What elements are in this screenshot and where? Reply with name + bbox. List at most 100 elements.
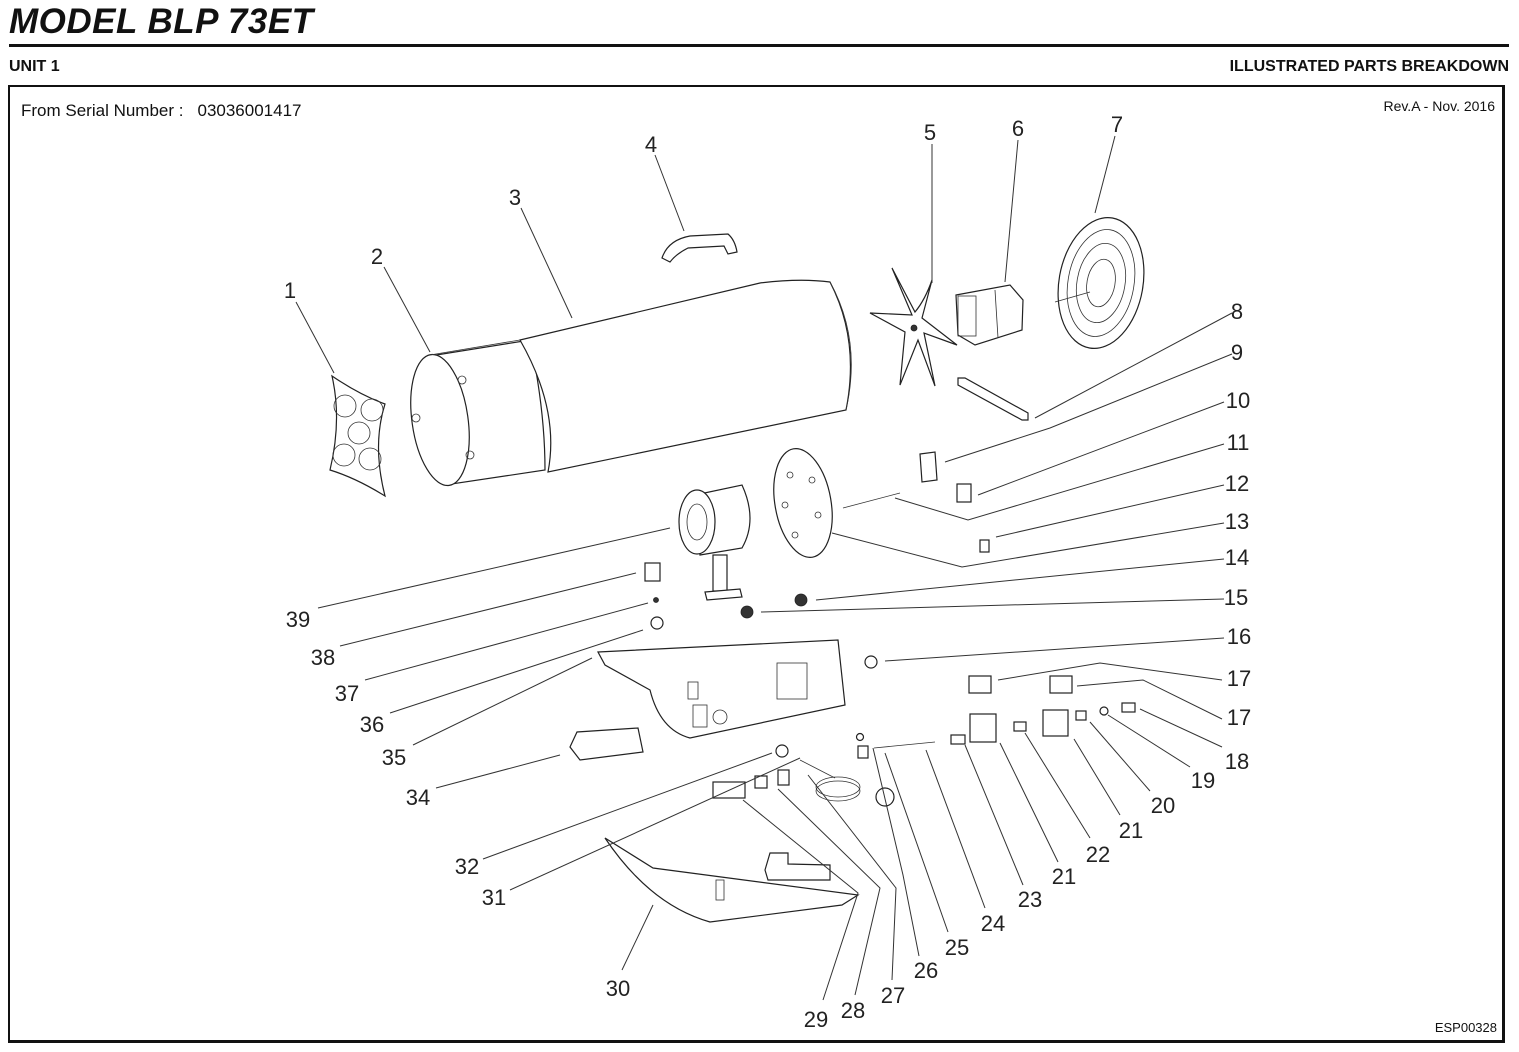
part-solenoid-21a (1042, 709, 1069, 737)
callout-label-28: 28 (841, 998, 865, 1023)
leader-line-39 (317, 527, 671, 609)
leader-line-37 (364, 602, 649, 681)
part-motor (955, 284, 1024, 346)
leader-line-10 (977, 401, 1225, 496)
section-label: ILLUSTRATED PARTS BREAKDOWN (1229, 58, 1509, 75)
callout-label-7: 7 (1111, 112, 1123, 137)
part-fitting-20 (1075, 710, 1087, 721)
part-washer-37 (653, 597, 659, 603)
part-handle (661, 233, 738, 263)
part-bracket (957, 377, 1029, 421)
callout-label-12: 12 (1225, 471, 1249, 496)
serial-label: From Serial Number : (21, 101, 184, 120)
callout-label-9: 9 (1231, 340, 1243, 365)
leader-line-34 (435, 754, 561, 789)
part-base-plate (604, 837, 860, 923)
leader-lines (295, 135, 1233, 1001)
callout-label-20: 20 (1151, 793, 1175, 818)
leader-line-8 (1034, 312, 1233, 419)
leader-line-4 (654, 154, 685, 232)
leader-line-16 (884, 637, 1225, 662)
leader-line-27 (807, 774, 897, 981)
leader-line-38 (339, 572, 637, 647)
leader-line-30 (621, 904, 654, 971)
part-clip (979, 539, 990, 553)
callout-label-3: 3 (509, 185, 521, 210)
part-nut-14 (794, 593, 808, 607)
part-knob-36 (650, 616, 664, 630)
part-fitting-22 (1013, 721, 1027, 732)
leader-line-17 (997, 662, 1223, 681)
callout-label-23: 23 (1018, 887, 1042, 912)
leader-line-15 (760, 598, 1225, 613)
leader-line-24 (925, 749, 986, 909)
callout-label-21: 21 (1052, 864, 1076, 889)
part-fan-guard (1054, 216, 1145, 350)
leader-line-11 (894, 443, 1225, 521)
leader-line-32 (482, 752, 773, 860)
leader-line-29 (742, 799, 859, 1001)
part-grommet-32 (775, 744, 789, 758)
callout-label-31: 31 (482, 885, 506, 910)
leader-line-23 (964, 744, 1024, 886)
callout-label-18: 18 (1225, 749, 1249, 774)
leader-line-12 (995, 484, 1225, 538)
part-connector-16 (864, 655, 878, 669)
callout-label-36: 36 (360, 712, 384, 737)
callout-label-2: 2 (371, 244, 383, 269)
leader-line-19 (1107, 714, 1191, 768)
callout-label-32: 32 (455, 854, 479, 879)
callout-label-1: 1 (284, 278, 296, 303)
part-nozzle-26 (855, 732, 865, 742)
callout-label-14: 14 (1225, 545, 1249, 570)
callout-label-16: 16 (1227, 624, 1251, 649)
part-washer-19 (1099, 706, 1109, 716)
part-ignition-box (569, 727, 644, 761)
leader-line-9 (944, 353, 1233, 463)
part-relay-27 (777, 769, 790, 786)
leader-line-13 (831, 522, 1225, 568)
leader-line-36 (389, 629, 644, 714)
part-fitting-18 (1121, 702, 1136, 713)
leader-line-28 (777, 788, 881, 996)
part-diffuser-disc (773, 448, 833, 558)
part-combustion-chamber (678, 484, 751, 601)
part-body-tube (429, 279, 852, 473)
callout-label-37: 37 (335, 681, 359, 706)
callout-label-39: 39 (286, 607, 310, 632)
leader-line-18 (1139, 708, 1223, 748)
part-fitting-23 (950, 734, 966, 745)
diagram-frame (8, 85, 1505, 1043)
callout-label-25: 25 (945, 935, 969, 960)
leader-line-31 (509, 757, 801, 891)
leader-line-2 (383, 266, 431, 353)
callout-label-6: 6 (1012, 116, 1024, 141)
part-valve-17b (1049, 675, 1073, 694)
part-pipe-24 (873, 741, 936, 749)
leader-line-21 (1073, 738, 1121, 816)
callout-label-29: 29 (804, 1007, 828, 1032)
callout-label-34: 34 (406, 785, 430, 810)
callout-label-30: 30 (606, 976, 630, 1001)
callout-label-11: 11 (1227, 430, 1250, 455)
part-elbow-25 (857, 745, 869, 759)
part-front-cylinder (410, 339, 546, 487)
callout-label-5: 5 (924, 120, 936, 145)
part-nut-15 (740, 605, 754, 619)
serial-number: 03036001417 (197, 101, 302, 120)
callout-label-8: 8 (1231, 299, 1243, 324)
callout-label-35: 35 (382, 745, 406, 770)
callout-label-10: 10 (1226, 388, 1250, 413)
leader-line-20 (1089, 721, 1151, 792)
callout-label-19: 19 (1191, 768, 1215, 793)
part-fan-blade (869, 267, 958, 387)
callout-label-17: 17 (1227, 705, 1251, 730)
callout-label-13: 13 (1225, 509, 1249, 534)
header-rule (9, 44, 1509, 47)
part-solenoid-21b (969, 713, 997, 743)
part-electrode (842, 492, 901, 509)
callout-label-17: 17 (1227, 666, 1251, 691)
part-valve-17a (968, 675, 992, 694)
